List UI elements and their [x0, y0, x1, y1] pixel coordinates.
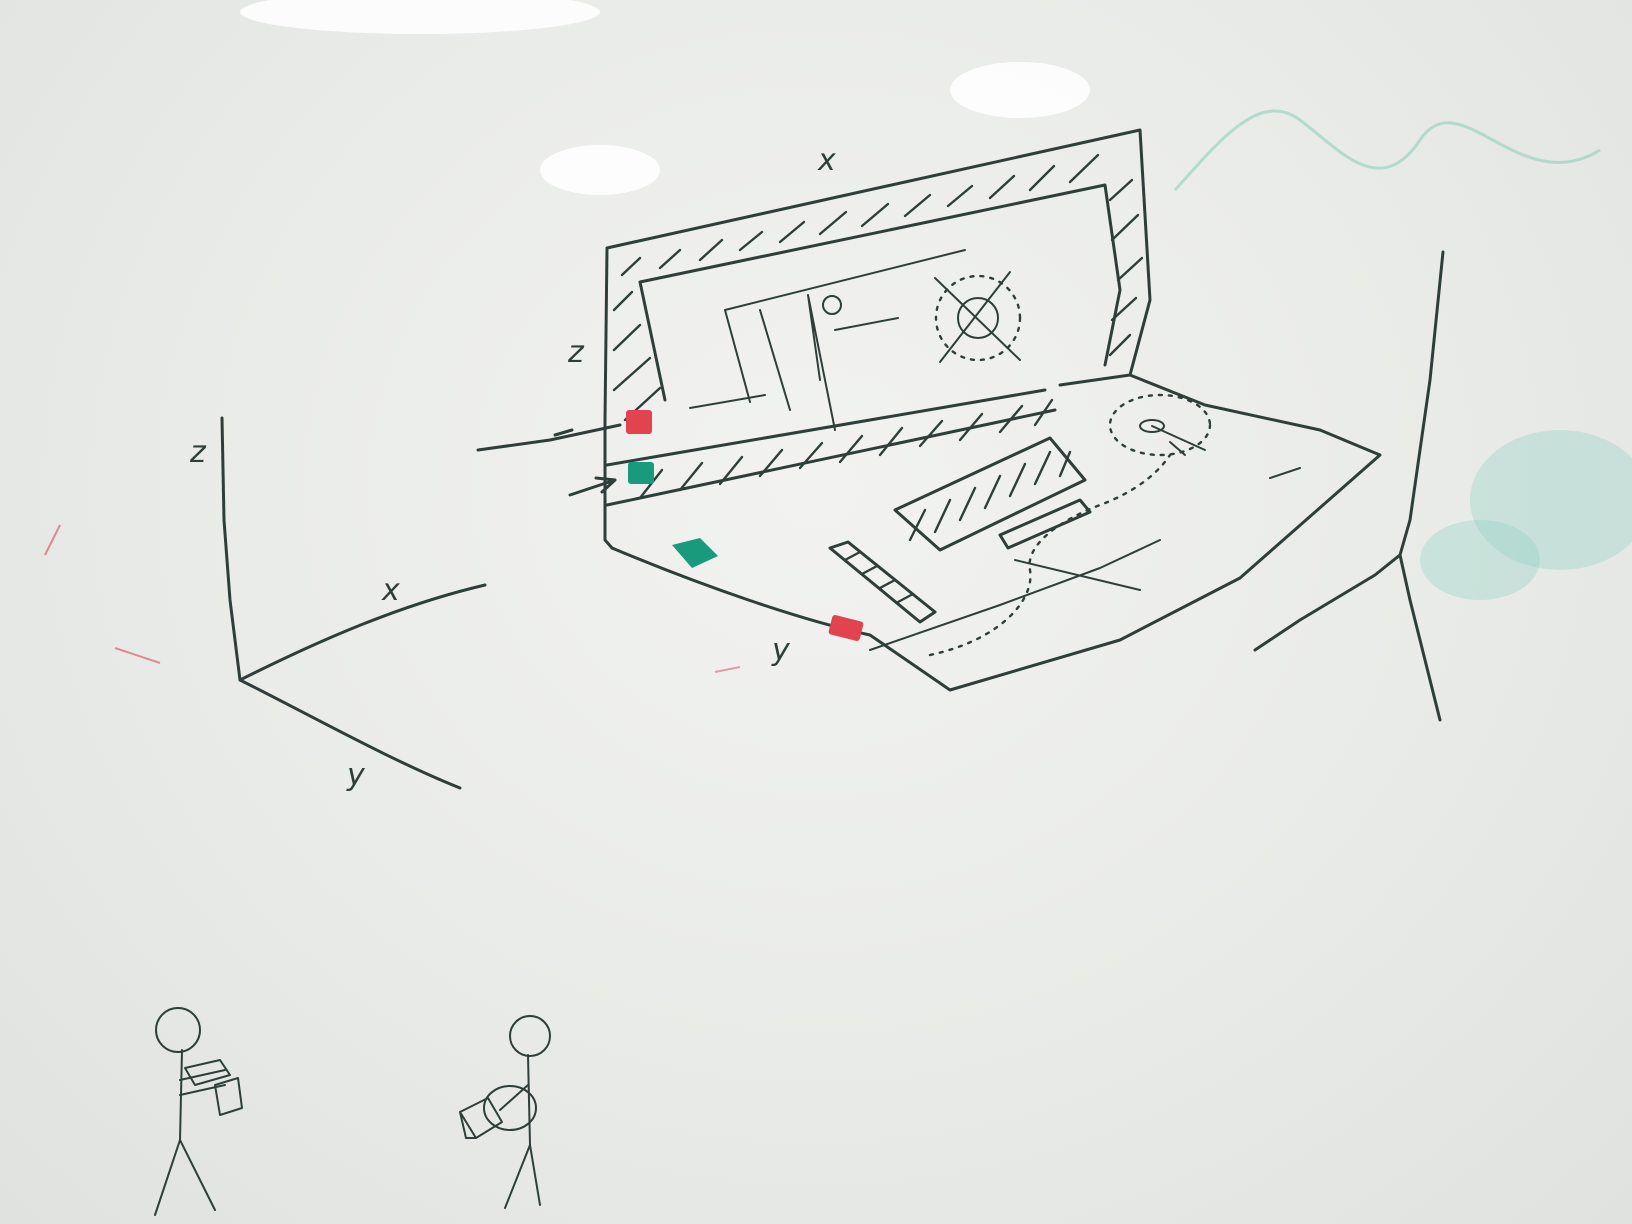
z-axis-line — [220, 416, 242, 682]
wall-frame-hatching — [612, 153, 1144, 500]
wall-inner-frame — [638, 183, 1122, 402]
model-z-label: z — [567, 335, 585, 370]
arrow-to-green-cube — [568, 476, 617, 497]
arrow-to-red-cube — [476, 423, 622, 452]
x-axis-label: x — [381, 573, 400, 608]
y-axis-line — [238, 678, 462, 790]
wall-target-icon — [934, 271, 1022, 363]
box-icon — [459, 1097, 503, 1139]
workspace-model: z x y — [476, 128, 1382, 692]
floor-outline — [610, 373, 1382, 692]
floor-block-strip — [828, 540, 937, 624]
stand-outline — [1253, 250, 1445, 722]
axis-diagram: z x y — [189, 416, 487, 793]
board-background — [240, 0, 1632, 600]
green-cube-wall — [628, 462, 654, 484]
floor-guide-line — [1014, 467, 1301, 591]
red-cube-floor — [828, 615, 864, 641]
box-icon — [184, 1059, 243, 1116]
wall-small-circle — [822, 295, 842, 315]
z-axis-label: z — [189, 435, 207, 470]
floor-block-large-hatching — [908, 450, 1072, 542]
person-holding-box-left — [154, 1007, 243, 1216]
floor-block-strip-hatching — [843, 550, 915, 604]
floor-target-icon — [1108, 393, 1212, 457]
floor-inner-edge — [869, 539, 1161, 651]
green-cube-floor — [672, 538, 718, 568]
red-cube-wall — [626, 410, 652, 434]
floor-block-large — [893, 436, 1087, 552]
floor-block-small — [998, 498, 1092, 550]
floor-dotted-route — [928, 453, 1172, 657]
model-y-label: y — [771, 633, 791, 668]
y-axis-label: y — [346, 758, 366, 793]
wall-maze-path — [689, 249, 966, 431]
person-holding-box-right — [459, 1015, 551, 1209]
x-axis-line — [238, 583, 487, 682]
model-x-label: x — [817, 143, 836, 178]
